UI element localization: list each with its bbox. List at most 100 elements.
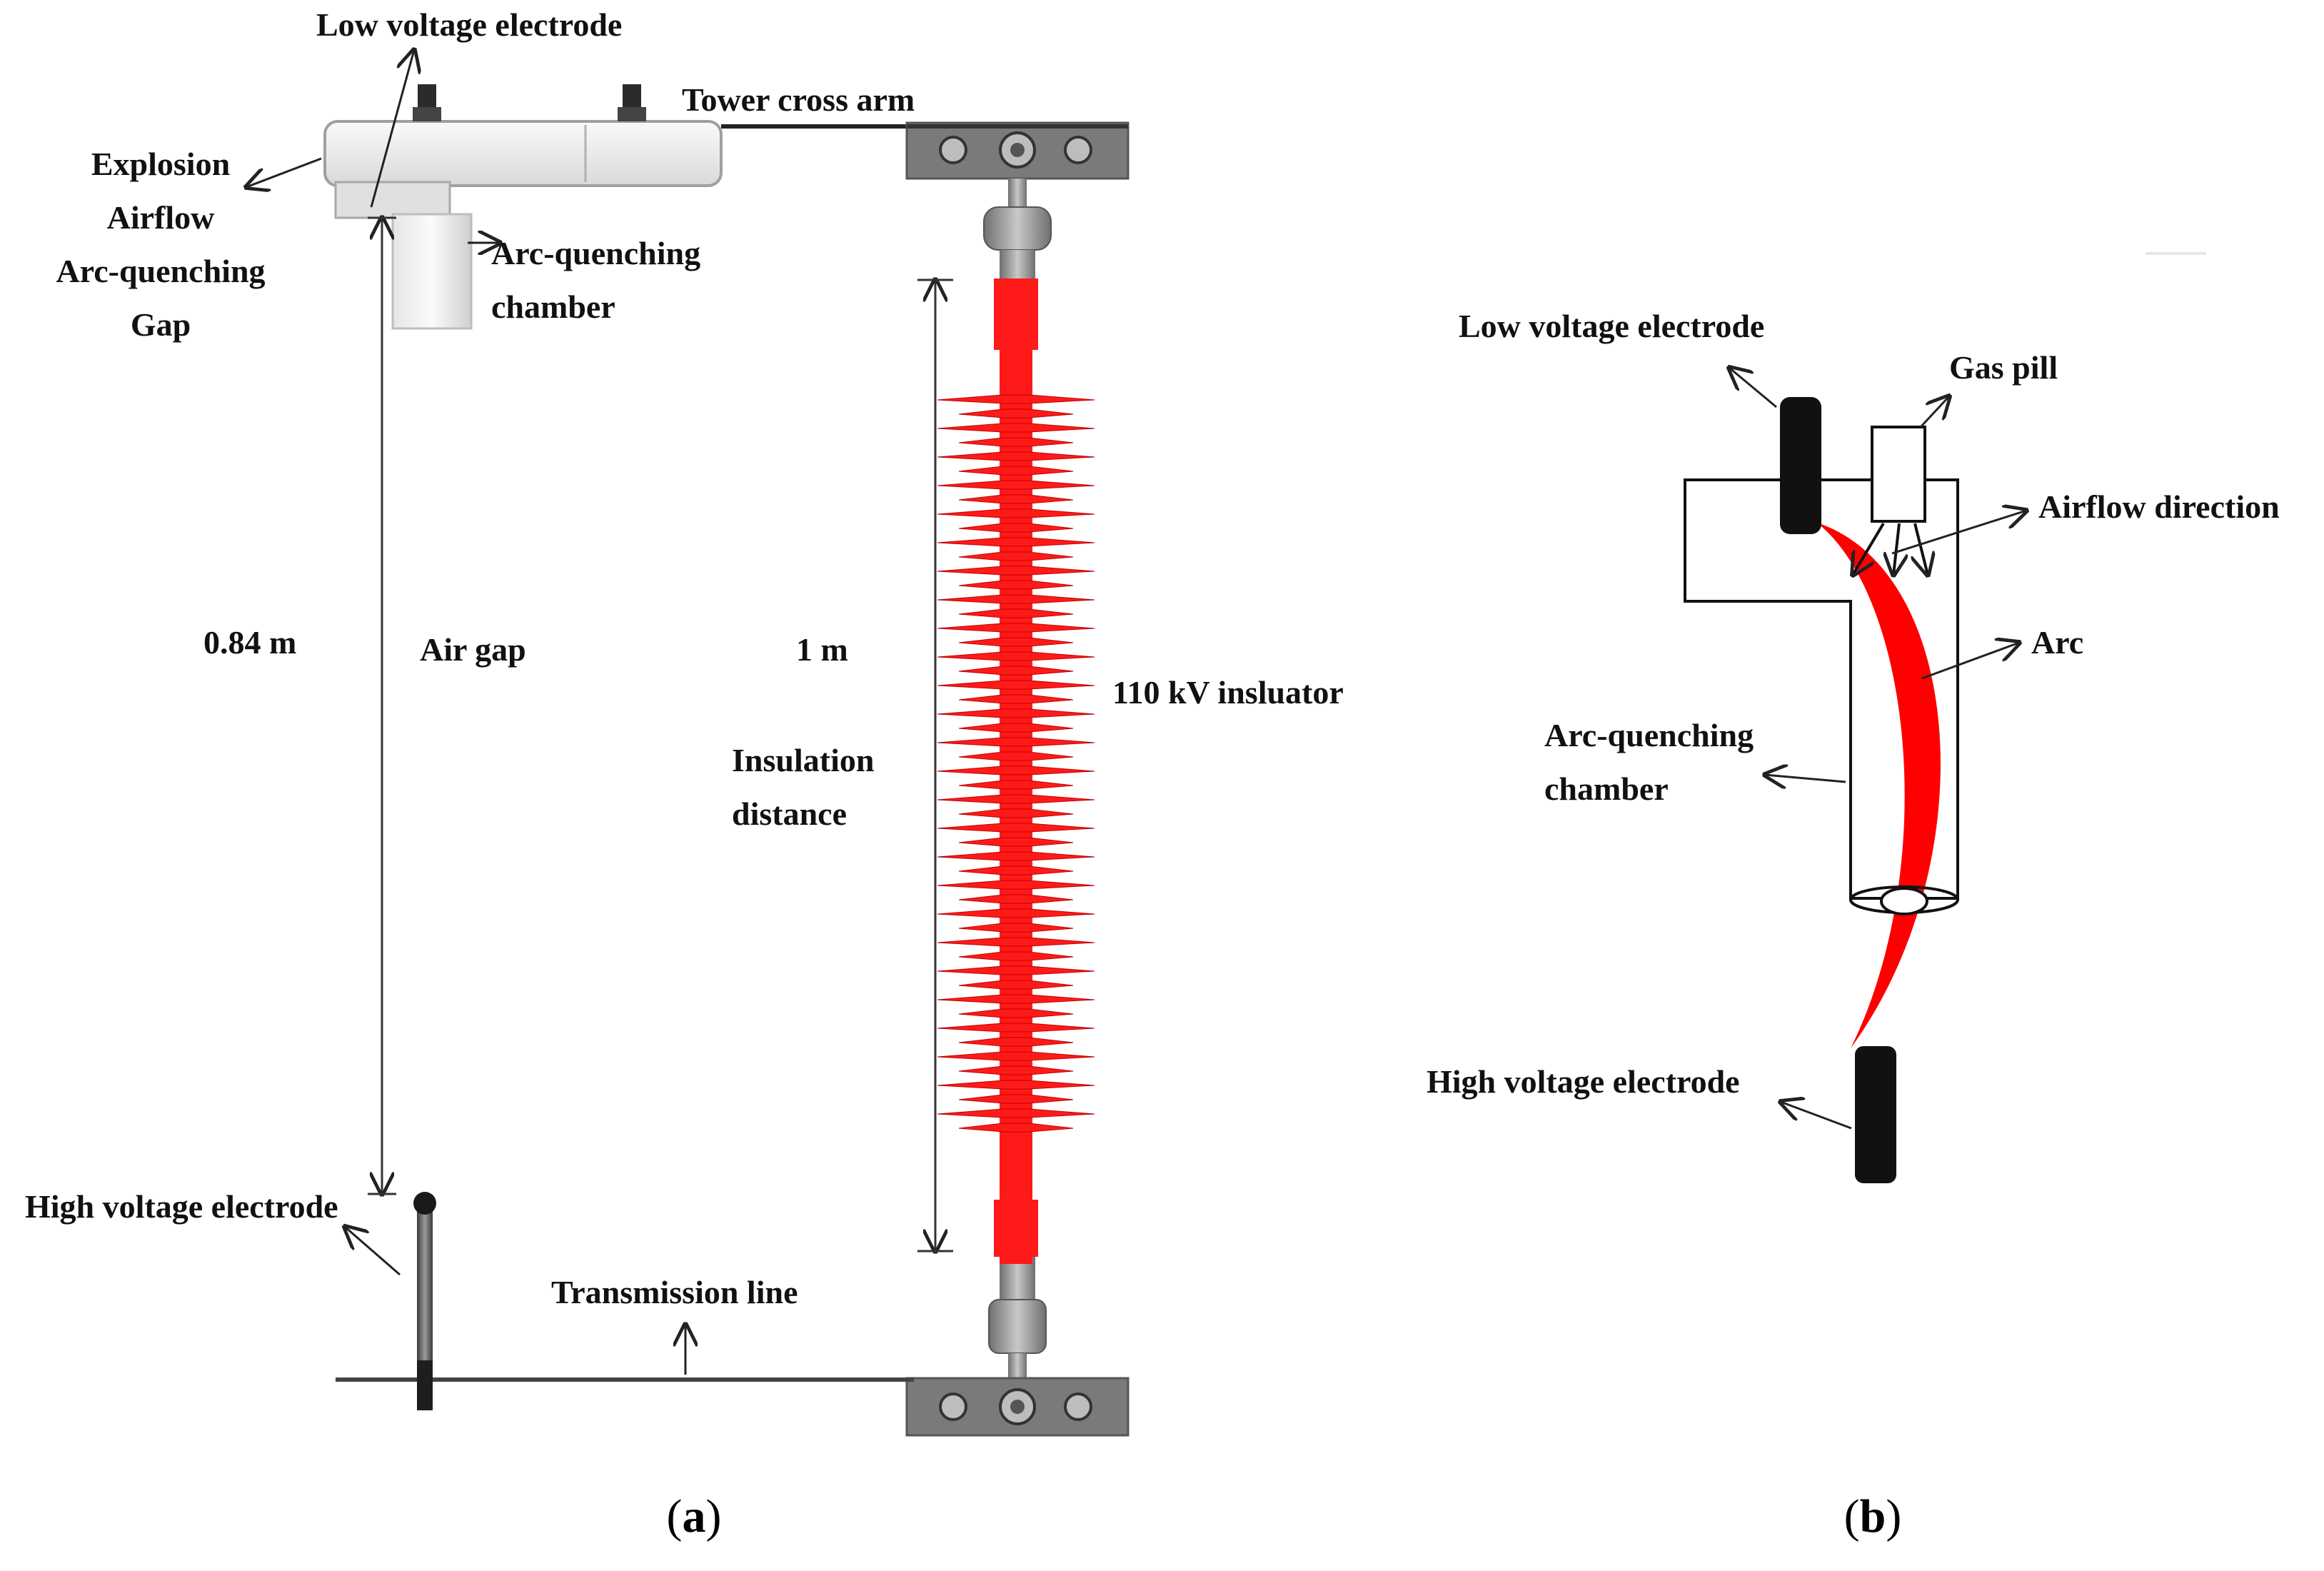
- label-air-gap-length: 0.84 m: [203, 624, 296, 661]
- insulator-shed: [958, 865, 1074, 875]
- insulator-shed: [937, 708, 1095, 718]
- insulator-shed: [937, 651, 1095, 661]
- insulator-110kv: [937, 278, 1095, 1264]
- insulator-shed: [937, 994, 1095, 1004]
- label-insulation-line2: distance: [732, 795, 847, 832]
- insulator-shed: [958, 1123, 1074, 1133]
- label-airflow-direction: Airflow direction: [2038, 488, 2280, 525]
- label-air-gap: Air gap: [420, 631, 526, 668]
- insulator-shed: [958, 808, 1074, 818]
- insulator-shed: [937, 480, 1095, 490]
- insulator-shed: [937, 1108, 1095, 1118]
- insulator-shed: [937, 908, 1095, 918]
- pointer-high-voltage-electrode: [345, 1227, 401, 1276]
- insulator-top-end: [994, 278, 1038, 350]
- insulator-shed: [937, 851, 1095, 861]
- insulator-shed: [958, 408, 1074, 418]
- label-chamber-line2-a: chamber: [491, 288, 615, 325]
- insulator-shed: [958, 494, 1074, 504]
- label-arc-quenching: Arc-quenching: [56, 253, 265, 289]
- insulator-shed: [958, 466, 1074, 476]
- insulator-shed: [958, 551, 1074, 561]
- top-fitting: [905, 121, 1130, 282]
- insulator-shed: [937, 766, 1095, 776]
- insulator-shed: [958, 694, 1074, 704]
- insulator-shed: [958, 437, 1074, 447]
- insulator-shed: [937, 1023, 1095, 1033]
- insulator-shed: [937, 794, 1095, 804]
- insulator-shed: [937, 537, 1095, 547]
- pointer-arc: [1921, 643, 2019, 680]
- label-gas-pill: Gas pill: [1949, 349, 2058, 386]
- label-chamber-line1-a: Arc-quenching: [491, 235, 700, 271]
- pointer-explosion-airflow: [246, 157, 322, 187]
- insulator-shed: [958, 951, 1074, 961]
- insulator-shed: [958, 837, 1074, 847]
- insulator-shed: [958, 637, 1074, 647]
- label-gap: Gap: [131, 306, 191, 343]
- airflow-arrow-left: [1853, 522, 1885, 575]
- insulator-shed: [937, 423, 1095, 433]
- low-voltage-electrode-b: [1780, 397, 1821, 534]
- insulator-bottom-end: [994, 1200, 1038, 1257]
- insulator-shed: [937, 623, 1095, 633]
- insulator-shed: [937, 594, 1095, 604]
- airflow-arrow-middle: [1893, 523, 1899, 575]
- label-high-voltage-electrode-a: High voltage electrode: [25, 1188, 338, 1225]
- label-insulation-line1: Insulation: [732, 742, 874, 778]
- insulator-shed: [958, 780, 1074, 790]
- insulator-shed: [937, 1051, 1095, 1061]
- label-low-voltage-electrode-b: Low voltage electrode: [1459, 308, 1764, 344]
- insulator-shed: [937, 737, 1095, 747]
- high-voltage-electrode-b: [1855, 1046, 1896, 1183]
- insulator-shed: [958, 751, 1074, 761]
- insulator-shed: [958, 608, 1074, 618]
- caption-b-letter: b: [1860, 1490, 1886, 1542]
- insulator-shed: [958, 894, 1074, 904]
- insulator-shed: [937, 880, 1095, 890]
- insulator-shed: [937, 823, 1095, 833]
- insulator-shed: [958, 923, 1074, 933]
- label-explosion: Explosion: [91, 146, 230, 182]
- caption-a: (a): [667, 1490, 722, 1542]
- insulator-shed: [937, 965, 1095, 975]
- label-airflow: Airflow: [107, 199, 215, 236]
- insulator-shed: [937, 566, 1095, 576]
- high-voltage-electrode-a: [413, 1192, 436, 1410]
- gas-pill: [1871, 426, 1926, 523]
- insulator-shed: [958, 523, 1074, 533]
- label-chamber-line2-b: chamber: [1544, 771, 1669, 807]
- insulator-shed: [958, 1037, 1074, 1047]
- insulator-shed: [937, 680, 1095, 690]
- caption-a-letter: a: [683, 1490, 706, 1542]
- label-arc: Arc: [2031, 624, 2083, 661]
- pointer-low-voltage-electrode: [370, 50, 414, 208]
- airflow-arrow-right: [1915, 523, 1928, 575]
- insulator-shed: [937, 508, 1095, 518]
- label-high-voltage-electrode-b: High voltage electrode: [1427, 1063, 1740, 1100]
- insulator-sheds: [937, 394, 1095, 1133]
- arc: [1817, 523, 1941, 1048]
- insulator-shed: [958, 1065, 1074, 1075]
- insulator-shed: [958, 580, 1074, 590]
- pointer-airflow-direction: [1891, 511, 2026, 555]
- insulator-shed: [958, 723, 1074, 733]
- panel-a: Low voltage electrode Tower cross arm Ex…: [25, 6, 1344, 1437]
- pointer-high-voltage-electrode-b: [1781, 1102, 1852, 1130]
- caption-b: (b): [1844, 1490, 1902, 1542]
- label-transmission-line: Transmission line: [551, 1274, 798, 1310]
- label-insulator: 110 kV insluator: [1112, 674, 1344, 711]
- insulator-shed: [937, 394, 1095, 404]
- pointer-gas-pill: [1919, 396, 1949, 428]
- insulator-shed: [958, 666, 1074, 676]
- label-low-voltage-electrode-a: Low voltage electrode: [316, 6, 622, 43]
- insulator-shed: [937, 451, 1095, 461]
- insulator-shed: [958, 980, 1074, 990]
- pointer-low-voltage-electrode-b: [1729, 368, 1777, 408]
- label-chamber-line1-b: Arc-quenching: [1544, 717, 1754, 753]
- insulator-shed: [937, 937, 1095, 947]
- label-tower-cross-arm: Tower cross arm: [682, 81, 915, 118]
- label-insulation-length: 1 m: [796, 631, 848, 668]
